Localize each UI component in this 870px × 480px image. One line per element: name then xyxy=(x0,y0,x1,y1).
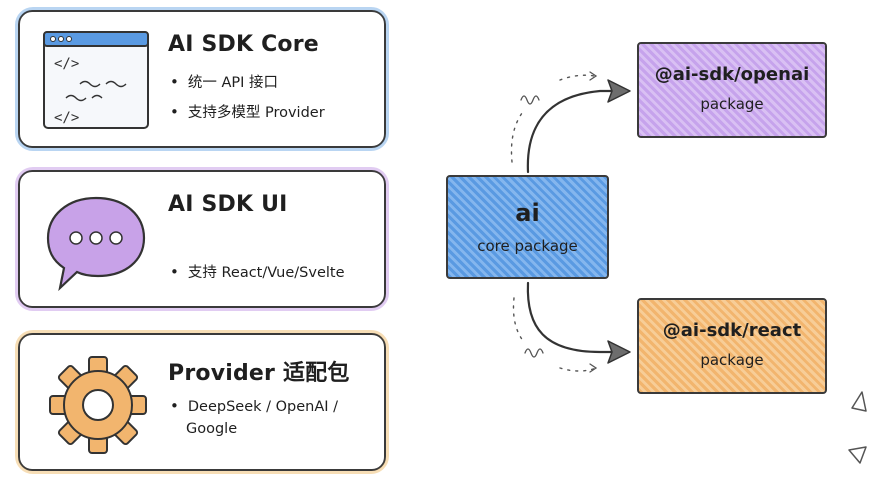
arrowhead-icon xyxy=(607,340,631,364)
arrow-to-openai xyxy=(526,89,624,174)
feature-list: 支持 React/Vue/Svelte xyxy=(170,258,345,288)
package-name: @ai-sdk/openai xyxy=(654,64,810,85)
card-title: AI SDK UI xyxy=(168,192,288,217)
triangle-doodle-icon xyxy=(851,391,867,412)
card-title: Provider 适配包 xyxy=(168,361,350,386)
package-subtitle: package xyxy=(700,95,764,113)
list-item: 统一 API 接口 xyxy=(170,68,325,98)
list-item: 支持 React/Vue/Svelte xyxy=(170,258,345,288)
svg-text:</>: </> xyxy=(54,110,79,126)
code-window-icon: </> </> xyxy=(43,31,149,129)
package-name: @ai-sdk/react xyxy=(662,320,802,341)
svg-text:</>: </> xyxy=(54,56,79,72)
package-subtitle: core package xyxy=(477,237,578,255)
feature-list: 统一 API 接口 支持多模型 Provider xyxy=(170,68,325,128)
list-item: 支持多模型 Provider xyxy=(170,98,325,128)
card-title: AI SDK Core xyxy=(168,32,319,57)
openai-package-box: @ai-sdk/openai package xyxy=(637,42,827,138)
gear-icon xyxy=(49,356,147,454)
provider-card: Provider 适配包 DeepSeek / OpenAI / Google xyxy=(15,330,389,474)
feature-list: DeepSeek / OpenAI / Google xyxy=(170,395,375,440)
arrow-to-react xyxy=(526,281,624,354)
list-item: DeepSeek / OpenAI / Google xyxy=(170,395,375,440)
chat-bubble-icon xyxy=(46,196,146,292)
react-package-box: @ai-sdk/react package xyxy=(637,298,827,394)
package-name: ai xyxy=(515,199,540,227)
package-subtitle: package xyxy=(700,351,764,369)
core-package-box: ai core package xyxy=(446,175,609,279)
triangle-doodle-icon xyxy=(848,446,867,464)
arrowhead-icon xyxy=(607,79,631,103)
